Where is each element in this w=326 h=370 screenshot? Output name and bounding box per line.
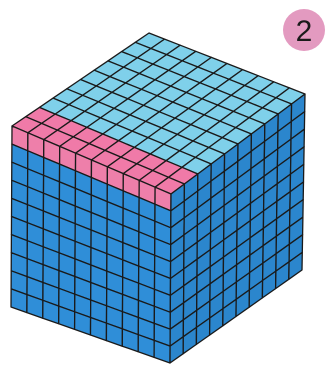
badge-label: 2	[296, 15, 313, 48]
unit-cube-stack	[11, 33, 305, 363]
number-badge: 2	[283, 9, 325, 51]
